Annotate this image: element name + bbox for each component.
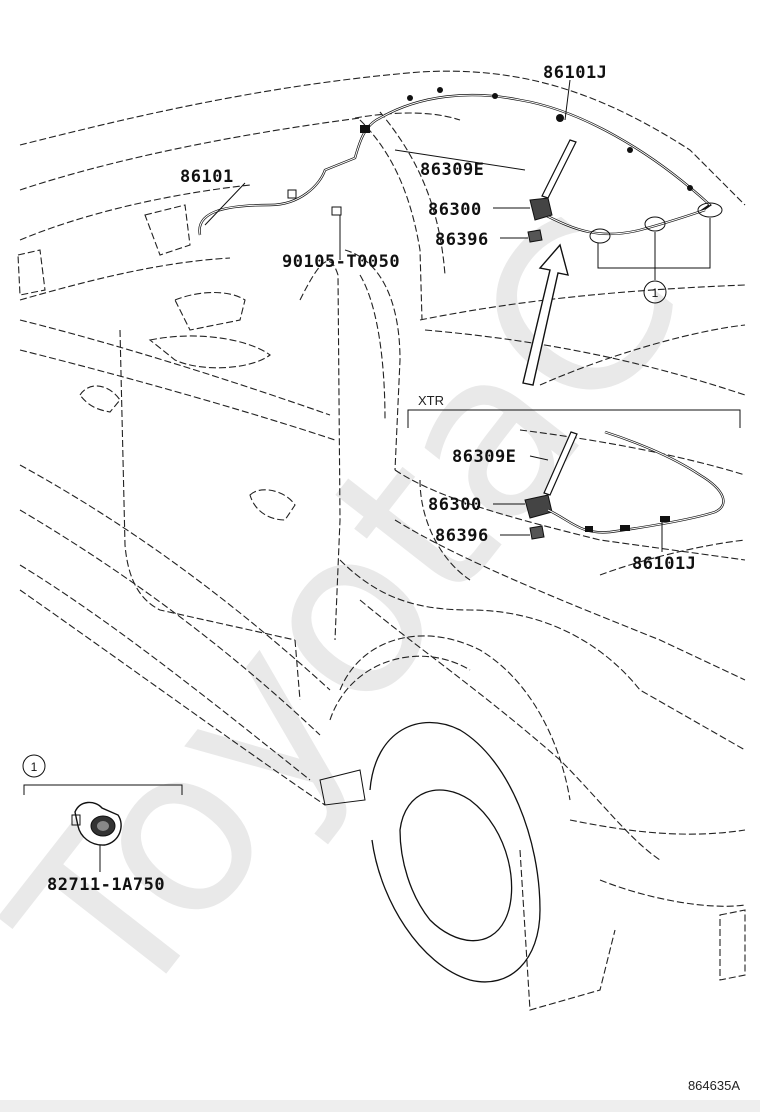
label-86309E-top: 86309E bbox=[420, 160, 484, 180]
watermark-text: ToyotaC bbox=[0, 172, 734, 1055]
leader-lines-top bbox=[204, 79, 571, 260]
footer-band bbox=[0, 1100, 760, 1112]
label-82711-1A750: 82711-1A750 bbox=[47, 875, 165, 895]
antenna-harness-main bbox=[198, 87, 723, 280]
callout-1-top: 1 bbox=[643, 280, 667, 304]
label-86300-top: 86300 bbox=[428, 200, 482, 220]
label-xtr: XTR bbox=[418, 393, 444, 408]
detail-callout-text: 1 bbox=[31, 760, 38, 774]
detail-1: 1 82711-1A750 bbox=[22, 754, 183, 895]
callout-1-text: 1 bbox=[652, 286, 659, 300]
label-86309E-xtr: 86309E bbox=[452, 447, 516, 467]
label-86396-top: 86396 bbox=[435, 230, 489, 250]
direction-arrow bbox=[522, 243, 569, 386]
xtr-inset: XTR 86309E 86300 86396 86101J bbox=[407, 393, 741, 574]
vehicle-body-outline bbox=[17, 70, 746, 1011]
label-86300-xtr: 86300 bbox=[428, 495, 482, 515]
label-86396-xtr: 86396 bbox=[435, 526, 489, 546]
label-86101: 86101 bbox=[180, 167, 234, 187]
watermark: ToyotaC bbox=[0, 172, 734, 1055]
antenna-mast-top bbox=[527, 139, 577, 243]
front-wheel bbox=[319, 721, 541, 983]
label-86101J-top: 86101J bbox=[543, 63, 607, 83]
clamp-part-icon bbox=[71, 801, 122, 846]
label-86101J-xtr: 86101J bbox=[632, 554, 696, 574]
figure-id: 864635A bbox=[688, 1078, 740, 1093]
label-90105-T0050: 90105-T0050 bbox=[282, 252, 400, 272]
